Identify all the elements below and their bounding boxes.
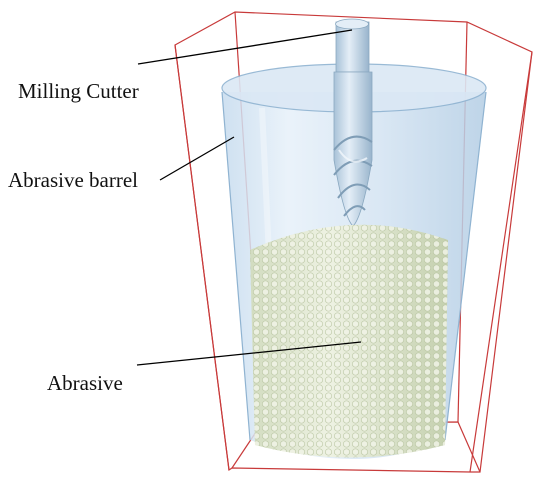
label-milling-cutter: Milling Cutter (18, 79, 139, 103)
label-abrasive: Abrasive (47, 371, 123, 395)
leader-lines (136, 29, 362, 366)
milling-cutter (333, 18, 373, 227)
leader-milling-cutter (137, 29, 353, 65)
abrasive-media (250, 224, 448, 458)
label-abrasive-barrel: Abrasive barrel (8, 168, 138, 192)
leader-abrasive (136, 341, 362, 366)
leader-abrasive-barrel (159, 136, 235, 181)
